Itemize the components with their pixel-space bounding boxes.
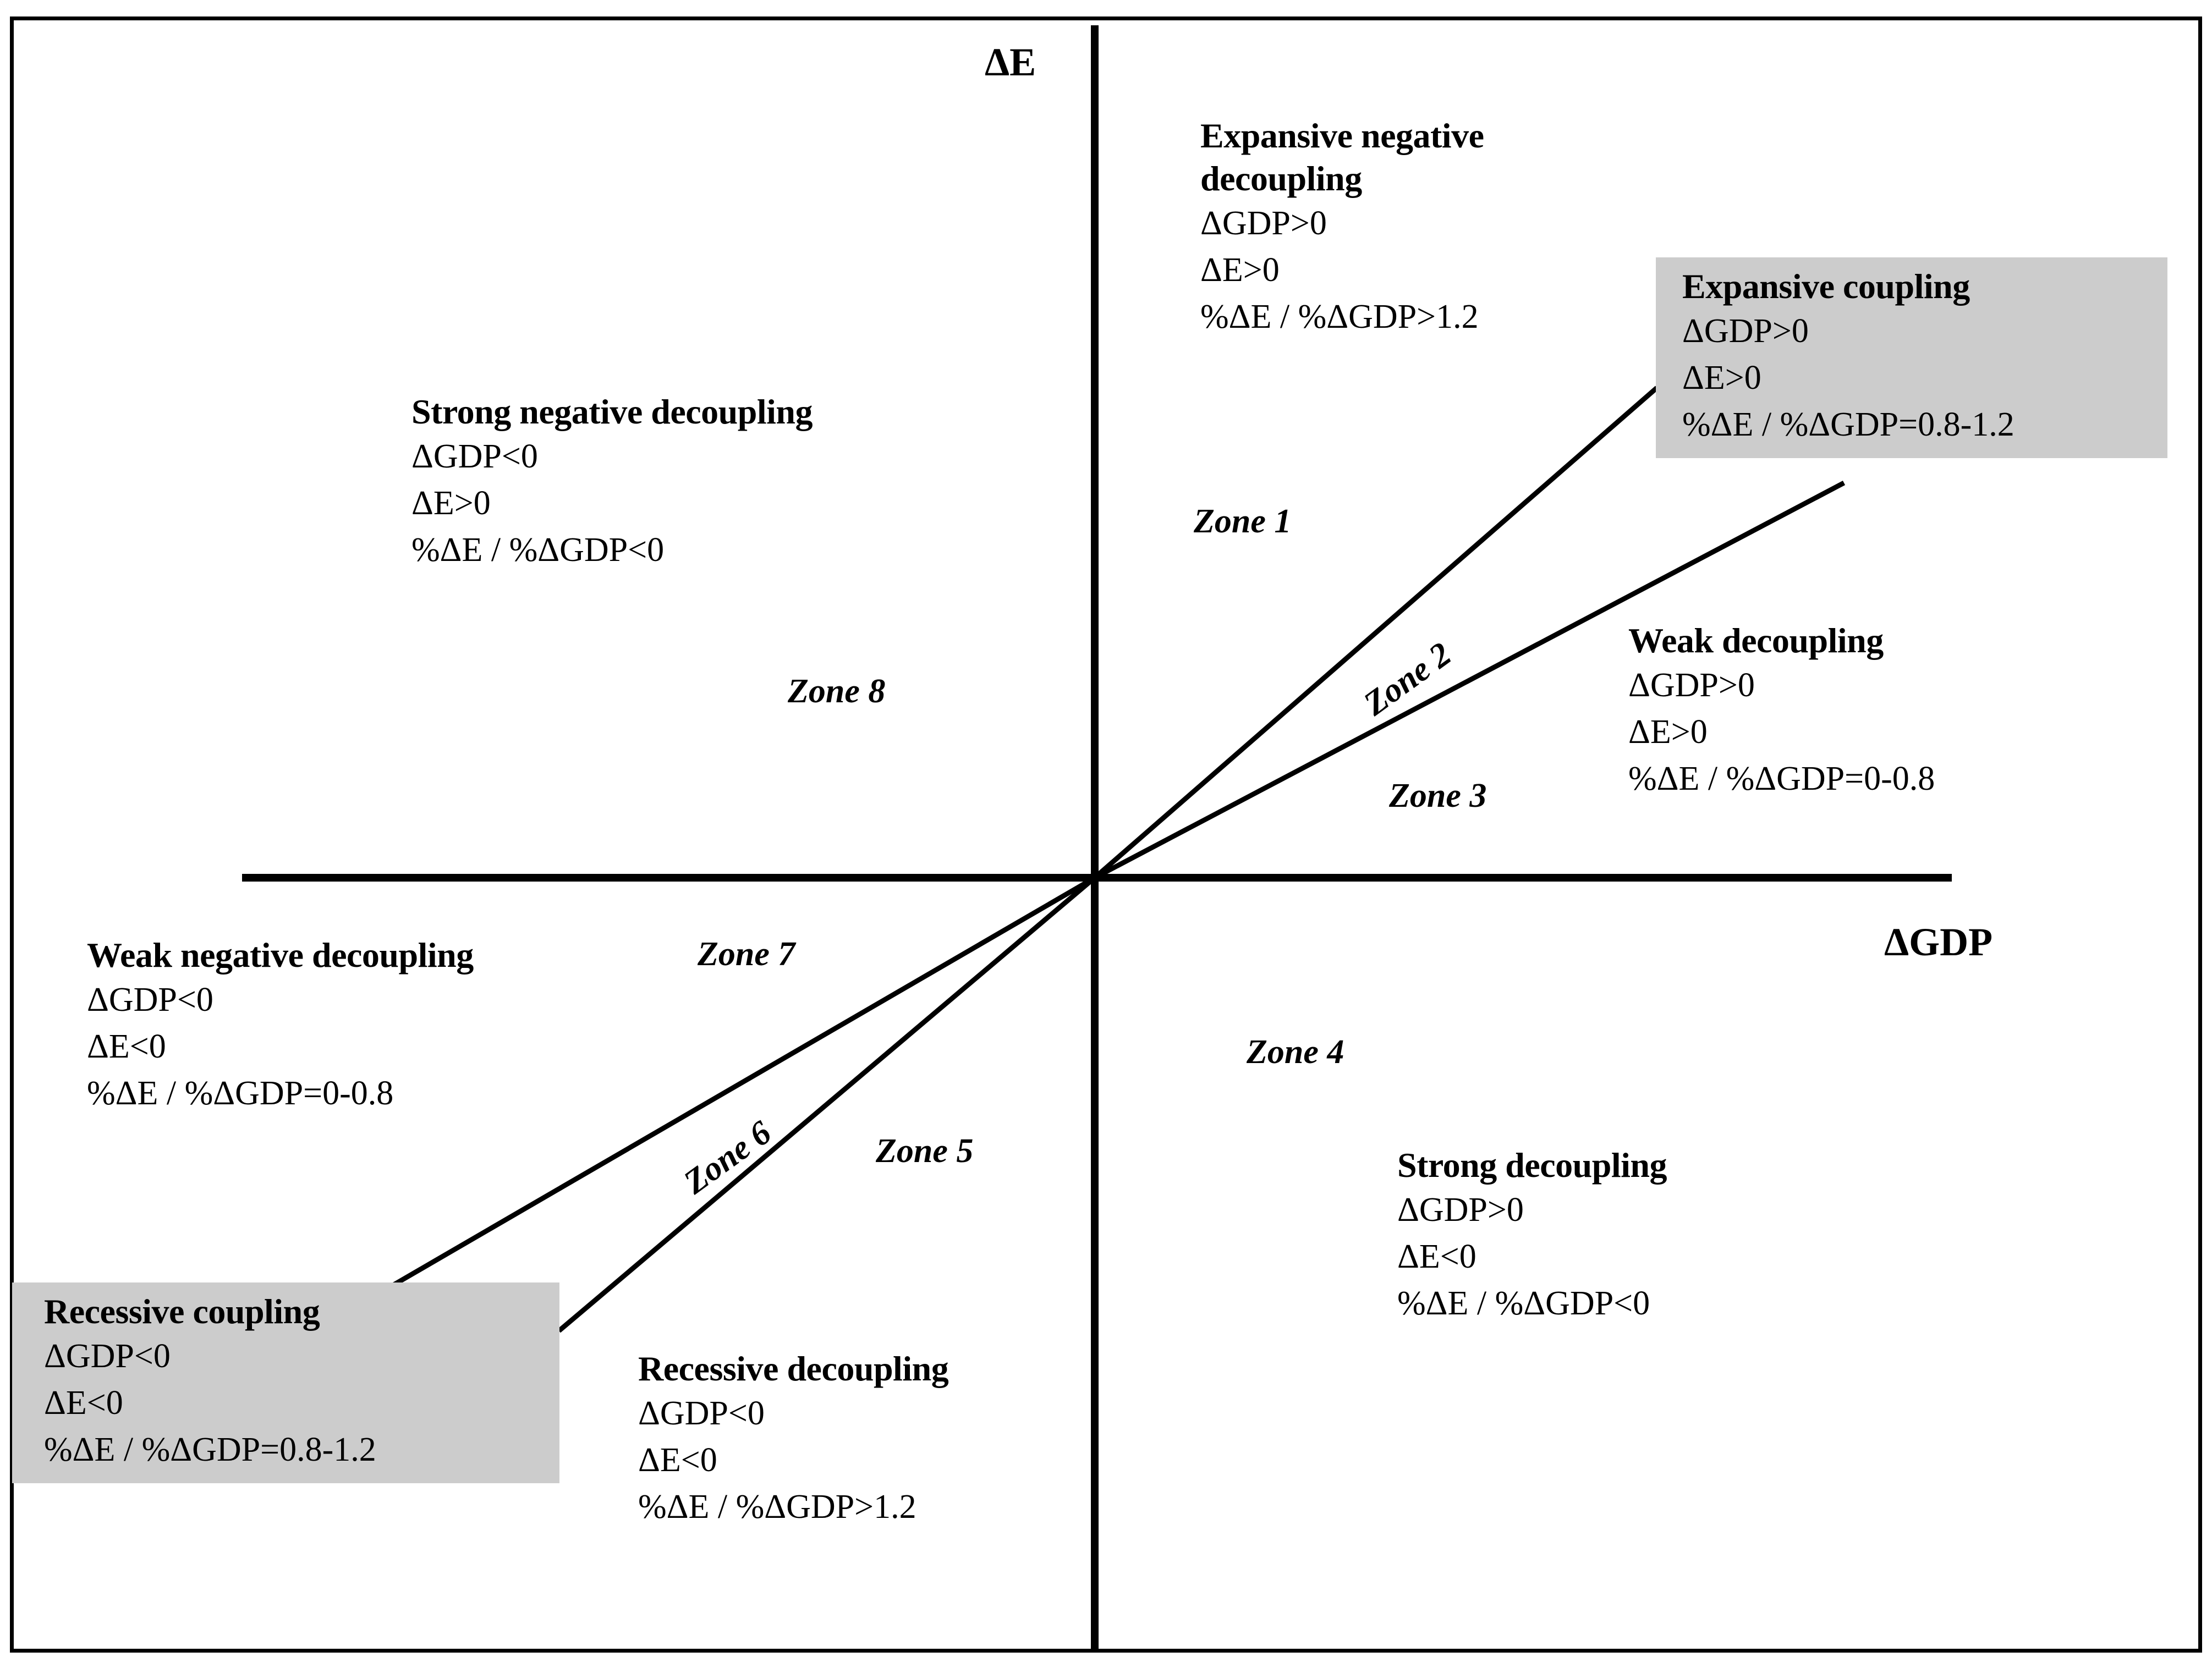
x-axis-label: ΔGDP [1884, 920, 1993, 964]
block-condition-dgdp: ΔGDP>0 [1628, 667, 1755, 704]
block-condition-de: ΔE<0 [638, 1441, 717, 1479]
block-condition-elasticity: %ΔE / %ΔGDP>1.2 [1200, 298, 1479, 335]
block-condition-dgdp: ΔGDP>0 [1397, 1191, 1524, 1229]
zone-label-1: Zone 1 [1194, 503, 1292, 540]
y-axis-line [1091, 25, 1099, 1652]
block-condition-dgdp: ΔGDP>0 [1682, 312, 1809, 350]
zone-label-4: Zone 4 [1247, 1033, 1344, 1071]
block-condition-de: ΔE>0 [1628, 713, 1708, 751]
block-title: Weak decoupling [1628, 621, 1884, 660]
block-condition-de: ΔE>0 [1682, 359, 1761, 397]
block-recessive-decoupling: Recessive decoupling ΔGDP<0 ΔE<0 %ΔE / %… [638, 1347, 949, 1531]
diagram-frame [10, 16, 2202, 1653]
block-title: Strong decoupling [1397, 1146, 1667, 1185]
block-condition-dgdp: ΔGDP<0 [44, 1337, 171, 1375]
boundary-line-0p8-lower [392, 876, 1096, 1287]
block-condition-dgdp: ΔGDP<0 [87, 981, 213, 1019]
block-title: Strong negative decoupling [411, 392, 813, 431]
block-condition-de: ΔE<0 [87, 1028, 166, 1065]
block-title: Expansive negative [1200, 116, 1484, 155]
block-condition-elasticity: %ΔE / %ΔGDP=0.8-1.2 [44, 1431, 376, 1468]
boundary-line-0p8-upper [1093, 481, 1846, 880]
block-expansive-negative-decoupling: Expansive negative decoupling ΔGDP>0 ΔE>… [1200, 114, 1484, 340]
block-condition-elasticity: %ΔE / %ΔGDP=0-0.8 [1628, 760, 1935, 797]
block-condition-dgdp: ΔGDP<0 [411, 438, 538, 475]
block-title: Expansive coupling [1682, 267, 1970, 306]
block-condition-de: ΔE<0 [1397, 1238, 1477, 1275]
block-condition-elasticity: %ΔE / %ΔGDP=0.8-1.2 [1682, 406, 2015, 443]
block-condition-dgdp: ΔGDP>0 [1200, 205, 1327, 242]
block-condition-de: ΔE>0 [411, 485, 491, 522]
block-strong-negative-decoupling: Strong negative decoupling ΔGDP<0 ΔE>0 %… [411, 390, 813, 574]
boundary-line-1p2-lower [557, 876, 1096, 1333]
block-condition-de: ΔE>0 [1200, 251, 1280, 289]
block-condition-elasticity: %ΔE / %ΔGDP=0-0.8 [87, 1075, 394, 1112]
block-condition-elasticity: %ΔE / %ΔGDP<0 [1397, 1285, 1650, 1322]
zone-label-7: Zone 7 [698, 935, 795, 973]
block-title-line2: decoupling [1200, 159, 1362, 198]
block-title: Weak negative decoupling [87, 935, 474, 975]
block-expansive-coupling: Expansive coupling ΔGDP>0 ΔE>0 %ΔE / %ΔG… [1656, 257, 2167, 458]
block-strong-decoupling: Strong decoupling ΔGDP>0 ΔE<0 %ΔE / %ΔGD… [1397, 1144, 1667, 1327]
zone-label-5: Zone 5 [876, 1132, 974, 1170]
block-title: Recessive coupling [44, 1292, 320, 1331]
zone-label-3: Zone 3 [1389, 777, 1487, 814]
block-weak-negative-decoupling: Weak negative decoupling ΔGDP<0 ΔE<0 %ΔE… [87, 934, 474, 1117]
block-recessive-coupling: Recessive coupling ΔGDP<0 ΔE<0 %ΔE / %ΔG… [12, 1282, 559, 1483]
block-weak-decoupling: Weak decoupling ΔGDP>0 ΔE>0 %ΔE / %ΔGDP=… [1628, 619, 1935, 802]
zone-label-8: Zone 8 [788, 673, 886, 710]
block-title: Recessive decoupling [638, 1349, 949, 1388]
boundary-line-1p2-upper [1093, 386, 1659, 880]
y-axis-label: ΔE [985, 40, 1036, 84]
block-condition-dgdp: ΔGDP<0 [638, 1395, 765, 1432]
block-condition-de: ΔE<0 [44, 1384, 123, 1422]
block-condition-elasticity: %ΔE / %ΔGDP>1.2 [638, 1488, 916, 1526]
block-condition-elasticity: %ΔE / %ΔGDP<0 [411, 531, 665, 569]
